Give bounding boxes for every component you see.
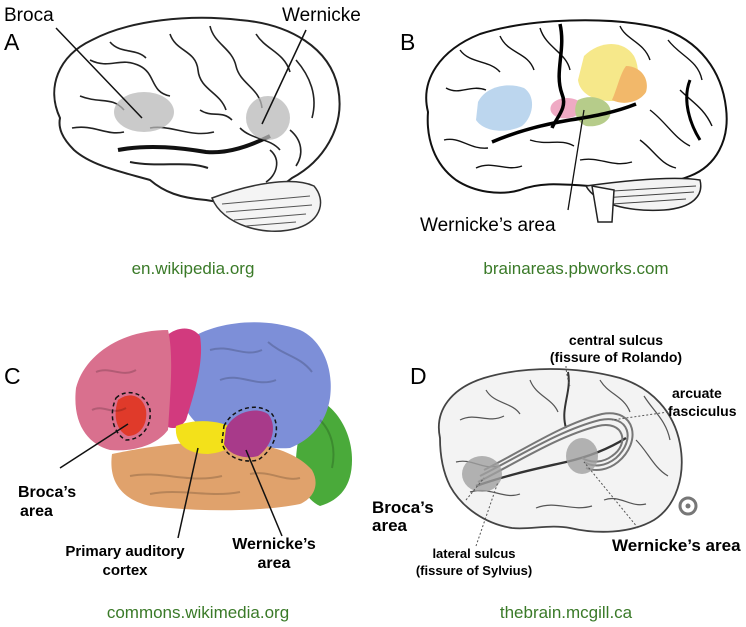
panel-d-central-leader (565, 365, 571, 387)
panel-c-source: commons.wikimedia.org (107, 603, 289, 622)
panel-d-letter: D (410, 363, 427, 389)
panel-a-broca-leader (55, 27, 143, 119)
panel-d-central-label-2: (fissure of Rolando) (550, 349, 682, 365)
panel-c-auditory-label-2: cortex (102, 562, 148, 579)
panel-b-orange-region (612, 66, 647, 103)
panel-d-brain (438, 365, 698, 547)
panel-c-wernicke-outline (221, 406, 278, 462)
panel-d-broca-label-2: area (372, 516, 408, 535)
panel-d: D (372, 332, 741, 622)
panel-a-broca-region (114, 92, 174, 132)
panel-c-pink-region (75, 330, 172, 451)
panel-c-broca-label-2: area (20, 503, 53, 520)
panel-c-wernicke-label-2: area (258, 555, 291, 572)
panel-d-arcuate-label-1: arcuate (672, 385, 722, 401)
panel-c-wernicke-label-1: Wernicke’s (232, 536, 316, 553)
panel-d-arcuate-leader (611, 411, 669, 421)
panel-d-lateral-label-1: lateral sulcus (432, 546, 515, 561)
panel-a: A Broca Wernicke (4, 5, 361, 278)
panel-a-wernicke-label: Wernicke (282, 5, 361, 26)
panel-a-source: en.wikipedia.org (132, 259, 255, 278)
panel-d-lateral-leader (475, 481, 499, 547)
panel-d-broca-leader (465, 477, 485, 501)
panel-d-wernicke-label: Wernicke’s area (612, 536, 741, 555)
panel-d-central-label-1: central sulcus (569, 332, 663, 348)
panel-c-purple-region (224, 410, 273, 458)
panel-c-yellow-region (175, 421, 237, 454)
panel-d-lateral-label-2: (fissure of Sylvius) (416, 563, 532, 578)
panel-b: B (400, 19, 728, 278)
panel-a-wernicke-region (246, 96, 290, 140)
panel-c-broca-outline (111, 391, 151, 441)
panel-b-letter: B (400, 29, 415, 55)
panel-a-letter: A (4, 29, 20, 55)
panel-d-arcuate-label-2: fasciculus (668, 403, 737, 419)
panel-d-wernicke-region (566, 438, 598, 474)
panel-c-broca-leader (59, 423, 129, 469)
panel-a-wernicke-leader (261, 29, 307, 125)
panel-c-letter: C (4, 363, 21, 389)
panel-b-blue-region (476, 85, 533, 131)
panel-d-broca-region (462, 456, 502, 492)
panel-c-blue-region (178, 322, 331, 449)
panel-b-wernicke-label: Wernicke’s area (420, 215, 556, 236)
panel-b-brain (425, 19, 728, 223)
panel-d-broca-label-1: Broca’s (372, 498, 434, 517)
panel-c: C (4, 322, 352, 622)
panel-c-wernicke-leader (245, 449, 283, 537)
panel-d-source: thebrain.mcgill.ca (500, 603, 633, 622)
panel-c-auditory-leader (177, 447, 199, 539)
panel-d-circle-icon (678, 496, 698, 516)
panel-c-red-region (115, 395, 147, 436)
panel-a-brain (53, 16, 341, 232)
panel-b-source: brainareas.pbworks.com (483, 259, 668, 278)
panel-a-broca-label: Broca (4, 5, 54, 26)
panel-c-broca-label-1: Broca’s (18, 484, 76, 501)
panel-b-wernicke-leader (567, 109, 585, 211)
panel-c-auditory-label-1: Primary auditory (65, 543, 185, 560)
panel-c-brain (59, 322, 352, 539)
